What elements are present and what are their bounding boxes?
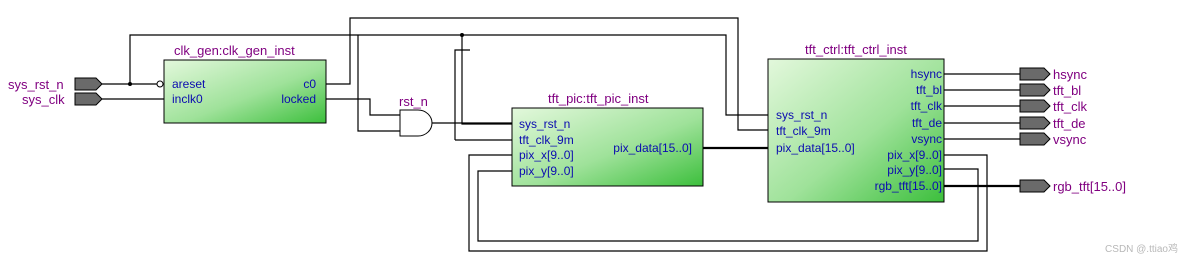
module-clk-gen[interactable]: clk_gen:clk_gen_inst areset inclk0 c0 lo…: [156, 43, 327, 124]
module-title-tft-pic: tft_pic:tft_pic_inst: [548, 91, 649, 106]
inverter-bubble-icon: [156, 80, 164, 88]
output-label-vsync: vsync: [1053, 132, 1087, 147]
junction-dots: [128, 33, 464, 86]
output-pin-arrow: [1019, 83, 1051, 97]
module-tft-ctrl[interactable]: tft_ctrl:tft_ctrl_inst sys_rst_n tft_clk…: [767, 42, 945, 203]
port-tft-clk-9m: tft_clk_9m: [519, 133, 574, 147]
module-box-tft-ctrl: [767, 58, 945, 203]
output-label-rgb-tft: rgb_tft[15..0]: [1053, 179, 1126, 194]
module-box-clk-gen: [163, 59, 327, 124]
output-pin-tft-bl[interactable]: tft_bl: [1019, 83, 1081, 98]
port-rgb-tft: rgb_tft[15..0]: [875, 179, 942, 193]
port-pix-data: pix_data[15..0]: [613, 141, 692, 155]
output-pin-arrow: [1019, 99, 1051, 113]
output-pin-tft-de[interactable]: tft_de: [1019, 116, 1086, 131]
input-label-sys-clk: sys_clk: [22, 92, 65, 107]
output-label-tft-bl: tft_bl: [1053, 83, 1081, 98]
port-hsync: hsync: [911, 67, 942, 81]
input-label-sys-rst-n: sys_rst_n: [8, 77, 64, 92]
output-pin-hsync[interactable]: hsync: [1019, 67, 1087, 82]
output-pin-arrow: [1019, 179, 1051, 193]
port-tft-bl: tft_bl: [916, 83, 942, 97]
output-label-tft-clk: tft_clk: [1053, 99, 1087, 114]
input-pin-arrow: [74, 77, 103, 91]
port-locked: locked: [281, 92, 316, 106]
port-pix-y: pix_y[9..0]: [887, 163, 942, 177]
output-label-hsync: hsync: [1053, 67, 1087, 82]
port-sys-rst-n: sys_rst_n: [519, 117, 570, 131]
port-pix-y: pix_y[9..0]: [519, 164, 574, 178]
module-box-tft-pic: [511, 107, 704, 187]
module-tft-pic[interactable]: tft_pic:tft_pic_inst sys_rst_n tft_clk_9…: [511, 91, 704, 187]
port-inclk0: inclk0: [172, 92, 203, 106]
port-tft-clk-9m: tft_clk_9m: [776, 124, 831, 138]
port-c0: c0: [303, 77, 316, 91]
output-pin-rgb-tft[interactable]: rgb_tft[15..0]: [1019, 179, 1126, 194]
gate-label-rst-n: rst_n: [399, 94, 428, 109]
port-pix-x: pix_x[9..0]: [887, 148, 942, 162]
port-sys-rst-n: sys_rst_n: [776, 108, 827, 122]
port-pix-data: pix_data[15..0]: [776, 141, 855, 155]
port-pix-x: pix_x[9..0]: [519, 148, 574, 162]
port-tft-clk: tft_clk: [911, 99, 943, 113]
output-pin-tft-clk[interactable]: tft_clk: [1019, 99, 1087, 114]
output-label-tft-de: tft_de: [1053, 116, 1086, 131]
input-pin-sys-clk[interactable]: sys_clk: [22, 92, 103, 107]
output-pin-arrow: [1019, 132, 1051, 146]
output-pin-arrow: [1019, 116, 1051, 130]
port-tft-de: tft_de: [912, 116, 942, 130]
watermark: CSDN @.ttiao鸡: [1105, 242, 1178, 255]
and-gate-icon: [399, 109, 433, 137]
input-pin-arrow: [74, 92, 103, 106]
wires: [102, 17, 1020, 252]
output-pin-arrow: [1019, 67, 1051, 81]
port-areset: areset: [172, 77, 206, 91]
module-title-tft-ctrl: tft_ctrl:tft_ctrl_inst: [805, 42, 907, 57]
port-vsync: vsync: [911, 132, 942, 146]
module-title-clk-gen: clk_gen:clk_gen_inst: [174, 43, 295, 58]
input-pin-sys-rst-n[interactable]: sys_rst_n: [8, 77, 103, 92]
and-gate-rst-n[interactable]: rst_n: [399, 94, 433, 137]
output-pin-vsync[interactable]: vsync: [1019, 132, 1087, 147]
